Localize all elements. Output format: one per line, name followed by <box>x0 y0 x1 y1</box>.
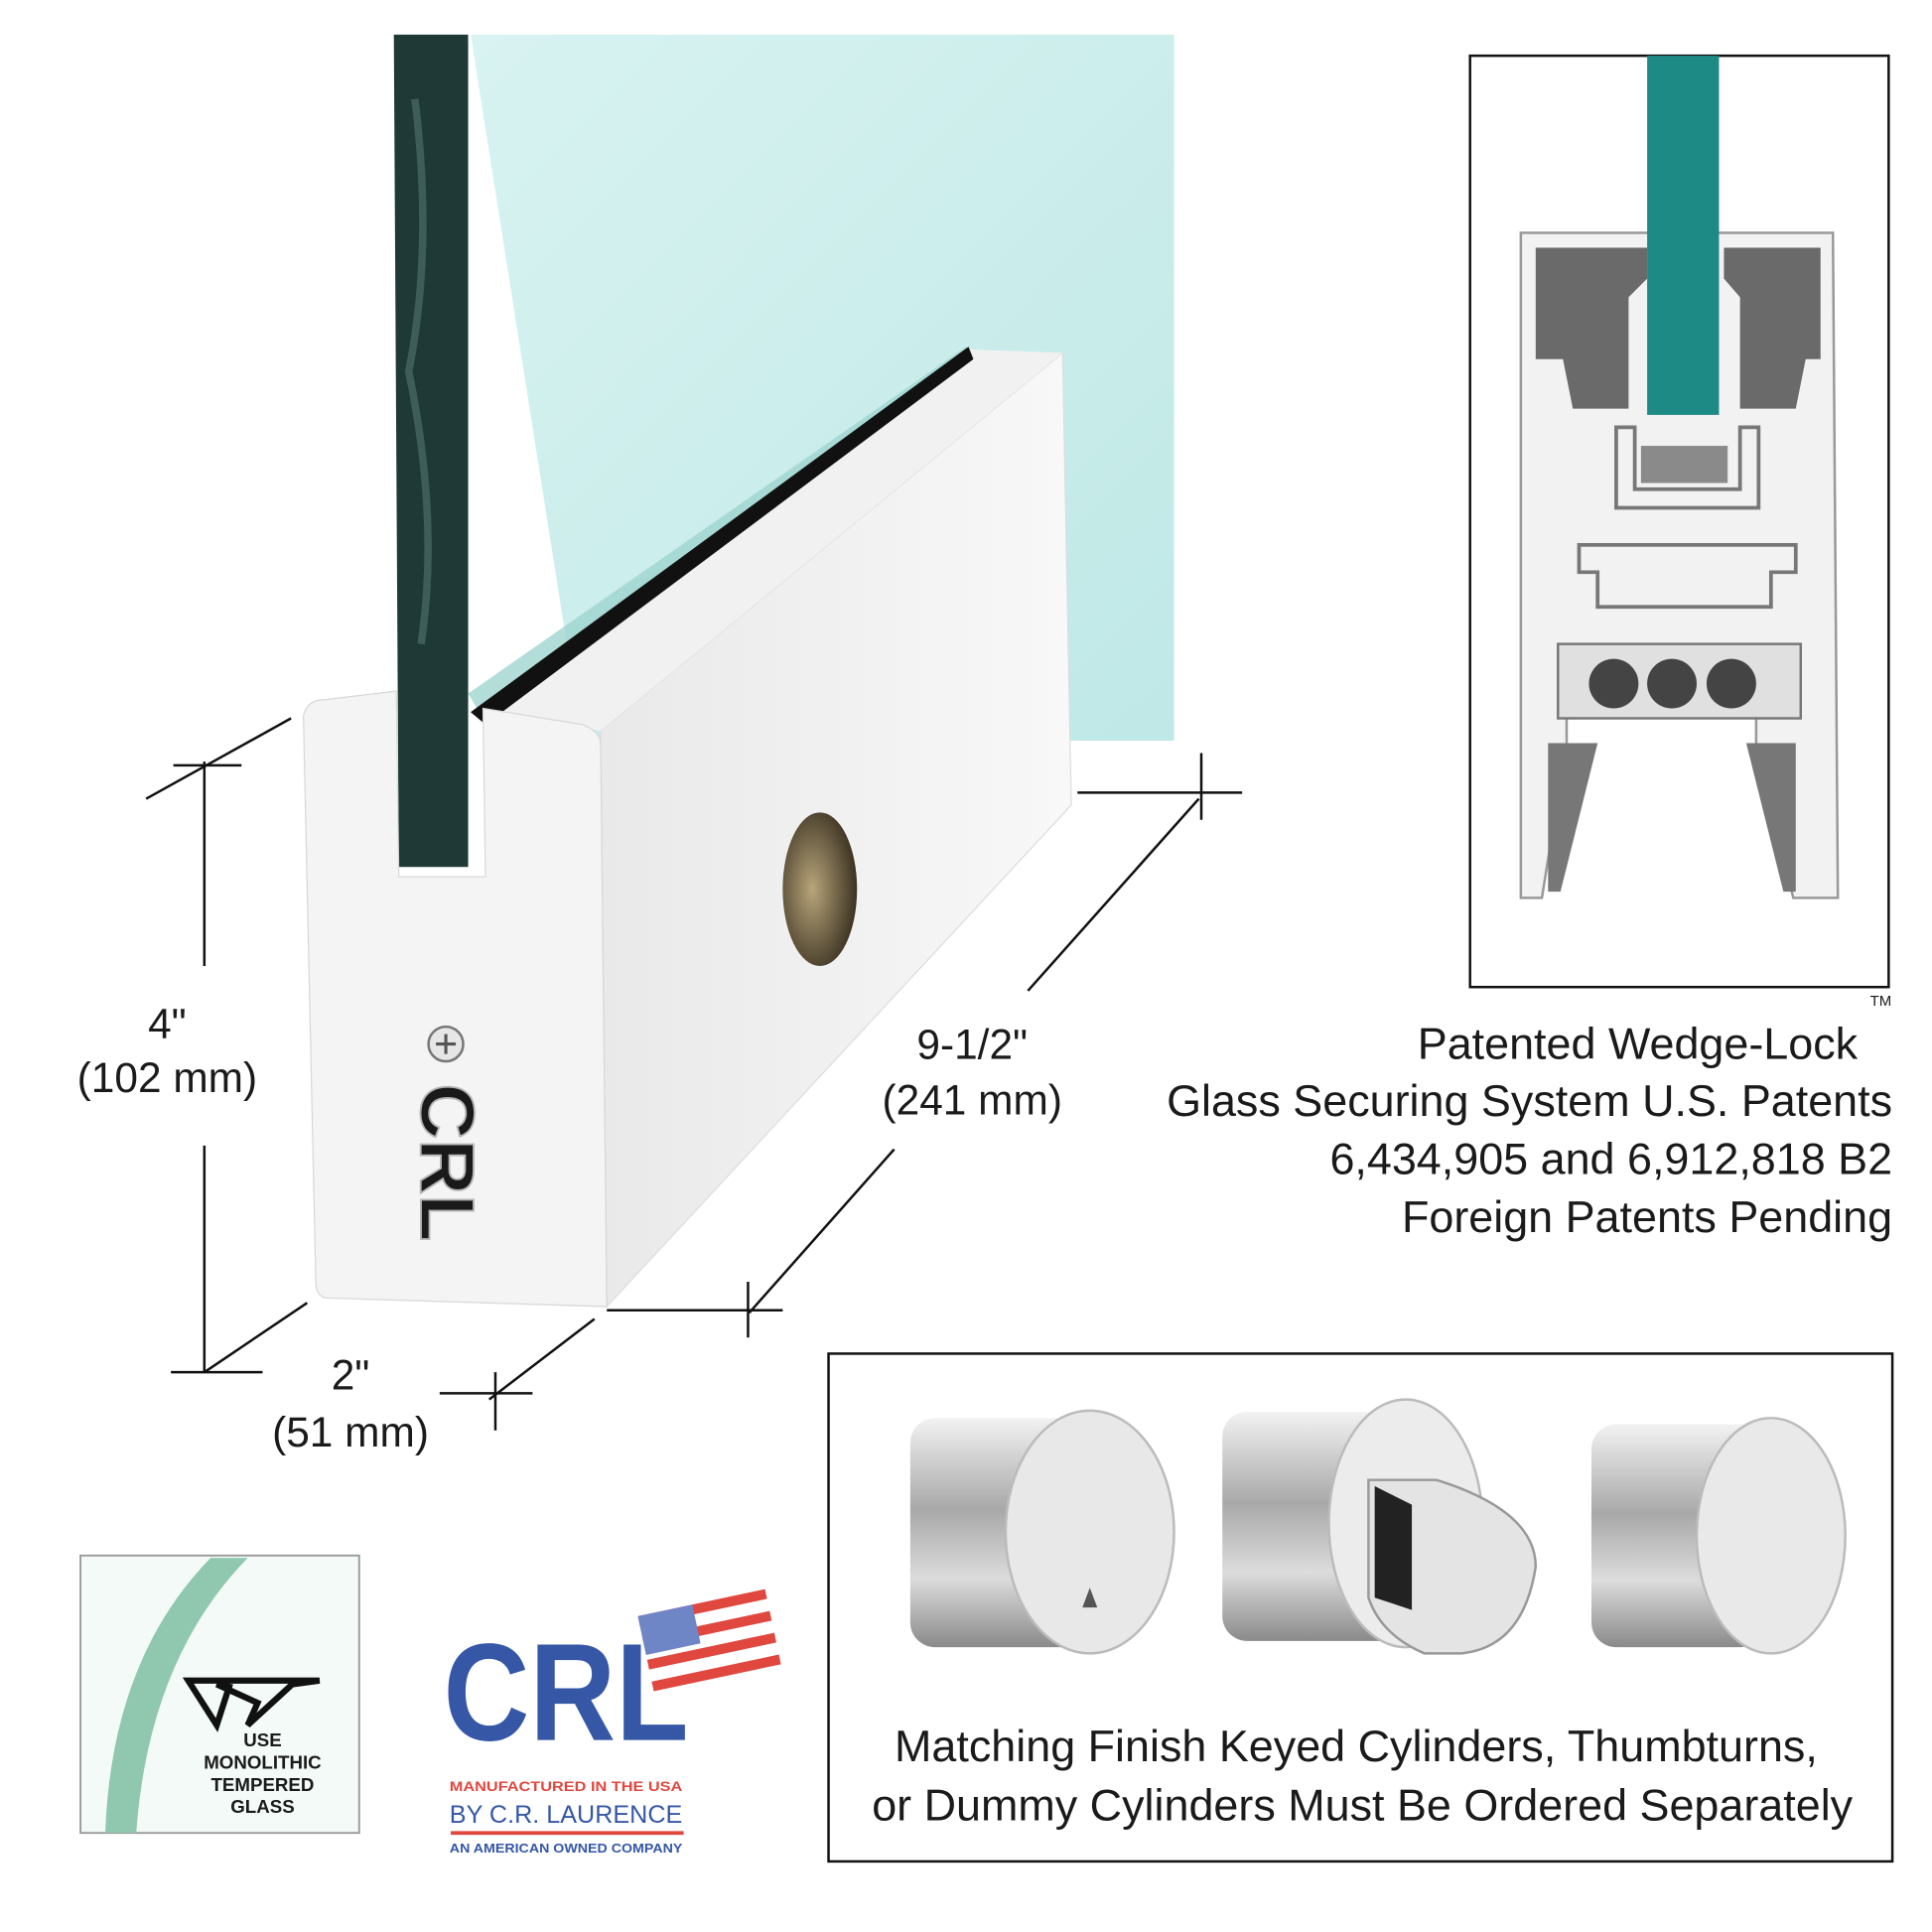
patent-line-2: Glass Securing System U.S. Patents <box>1167 1075 1892 1126</box>
base-emboss-logo: CRL <box>404 1084 489 1242</box>
thumbturn <box>1222 1398 1538 1655</box>
patent-line-1: Patented Wedge-Lock <box>1418 1019 1859 1069</box>
cross-section-glass <box>1647 56 1720 415</box>
cylinder-hole <box>782 812 858 966</box>
keyhole-icon <box>1082 1587 1098 1608</box>
height-metric: (102 mm) <box>77 1054 257 1101</box>
logo-tagline: BY C.R. LAURENCE <box>450 1801 683 1829</box>
dummy-cylinder <box>1590 1417 1847 1655</box>
trademark-mark: TM <box>1870 993 1892 1010</box>
base-shoe: CRL <box>302 346 1072 1309</box>
keyed-cylinder <box>909 1409 1175 1655</box>
screw-icon <box>427 1025 465 1063</box>
patent-line-3: 6,434,905 and 6,912,818 B2 <box>1329 1134 1892 1184</box>
badge-line-2: MONOLITHIC <box>204 1751 321 1772</box>
crl-logo: CRL MANUFACTURED IN THE USA BY C.R. LAUR… <box>444 1588 781 1856</box>
cylinders-panel: Matching Finish Keyed Cylinders, Thumbtu… <box>827 1352 1894 1863</box>
badge-line-4: GLASS <box>230 1796 294 1817</box>
glass-symbol-icon <box>182 1677 321 1732</box>
length-imperial: 9-1/2" <box>916 1022 1028 1068</box>
badge-line-3: TEMPERED <box>210 1774 314 1795</box>
us-flag-icon <box>637 1588 781 1692</box>
patent-line-4: Foreign Patents Pending <box>1402 1191 1892 1242</box>
glass-edge <box>393 34 469 868</box>
cross-section-panel <box>1468 54 1890 989</box>
badge-line-1: USE <box>243 1729 281 1750</box>
height-imperial: 4" <box>148 1000 187 1046</box>
dimension-width: 2" (51 mm) <box>171 1302 596 1455</box>
length-metric: (241 mm) <box>883 1077 1062 1124</box>
cylinders-caption-line-1: Matching Finish Keyed Cylinders, Thumbtu… <box>895 1721 1818 1771</box>
cylinders-caption-line-2: or Dummy Cylinders Must Be Ordered Separ… <box>872 1780 1853 1831</box>
width-imperial: 2" <box>332 1352 370 1399</box>
logo-bottom-strip: AN AMERICAN OWNED COMPANY <box>450 1842 683 1856</box>
tempered-glass-badge: USE MONOLITHIC TEMPERED GLASS <box>79 1554 360 1835</box>
width-metric: (51 mm) <box>272 1409 429 1455</box>
dimension-length: 9-1/2" (241 mm) <box>607 753 1243 1338</box>
logo-top-strip: MANUFACTURED IN THE USA <box>450 1779 683 1794</box>
dimension-height: 4" (102 mm) <box>77 717 292 1373</box>
patent-text: Patented Wedge-Lock TM Glass Securing Sy… <box>1167 993 1892 1242</box>
